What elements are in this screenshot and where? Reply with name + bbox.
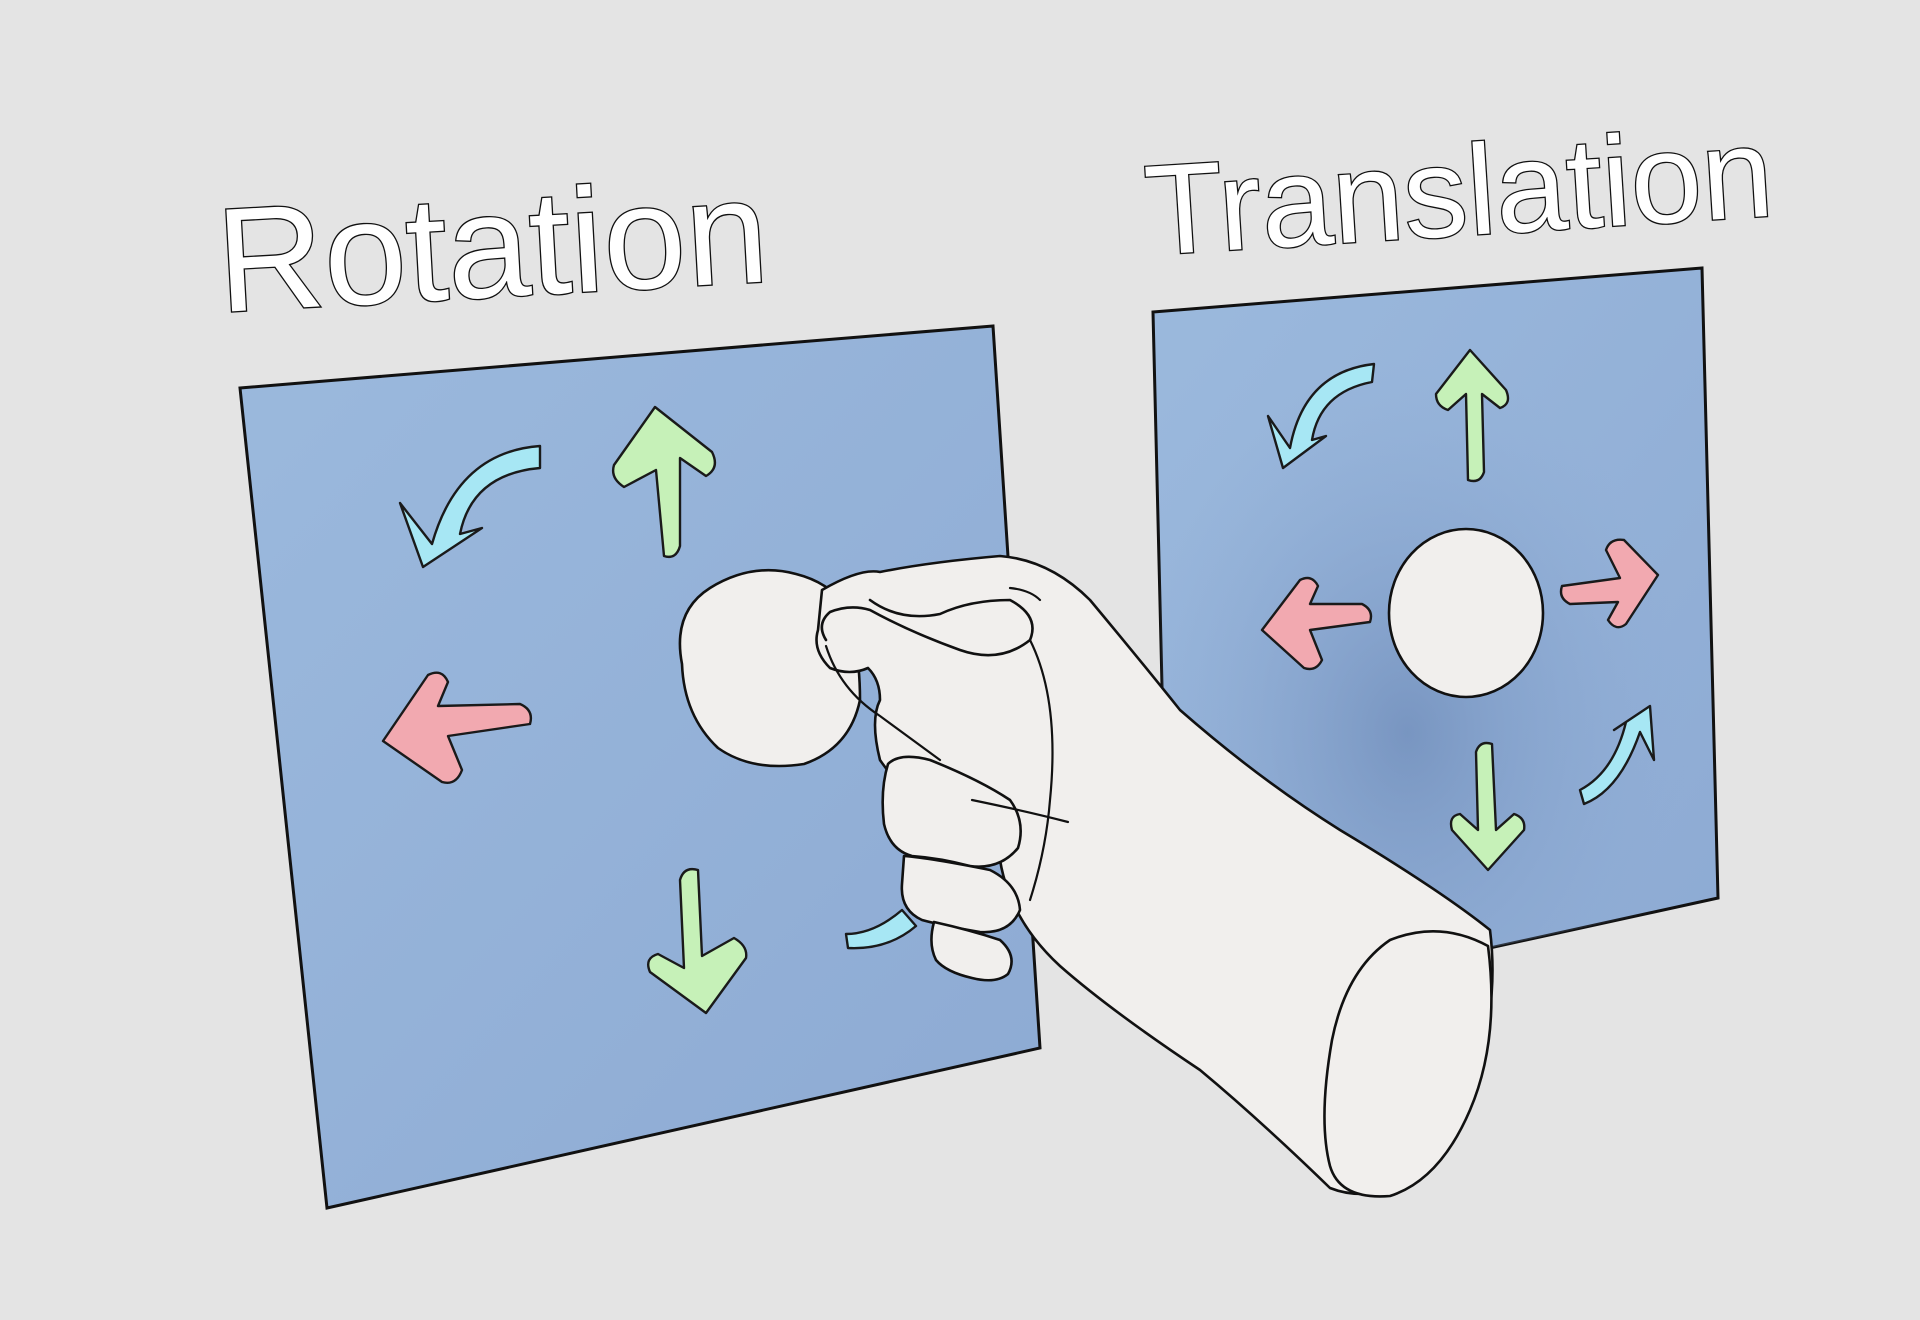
rotate-counterclockwise-icon — [398, 444, 542, 569]
arrow-left-icon — [381, 671, 533, 784]
rotation-panel — [238, 324, 1042, 1210]
arrow-up-icon — [1434, 348, 1510, 483]
translation-title: Translation — [1141, 101, 1777, 283]
rotation-title: Rotation — [213, 148, 773, 344]
arrow-down-icon — [1449, 741, 1526, 872]
rotate-counterclockwise-icon — [1266, 362, 1376, 470]
arrow-up-icon — [611, 405, 717, 559]
rotate-clockwise-icon — [1578, 704, 1656, 806]
arrow-left-icon — [1260, 576, 1373, 671]
arrow-down-icon — [647, 867, 748, 1015]
translation-panel — [1151, 266, 1720, 1020]
arrow-right-icon — [1559, 538, 1660, 629]
rotate-clockwise-icon — [844, 908, 918, 950]
knob-icon[interactable] — [1387, 527, 1545, 699]
hand-icon — [815, 554, 1494, 1198]
